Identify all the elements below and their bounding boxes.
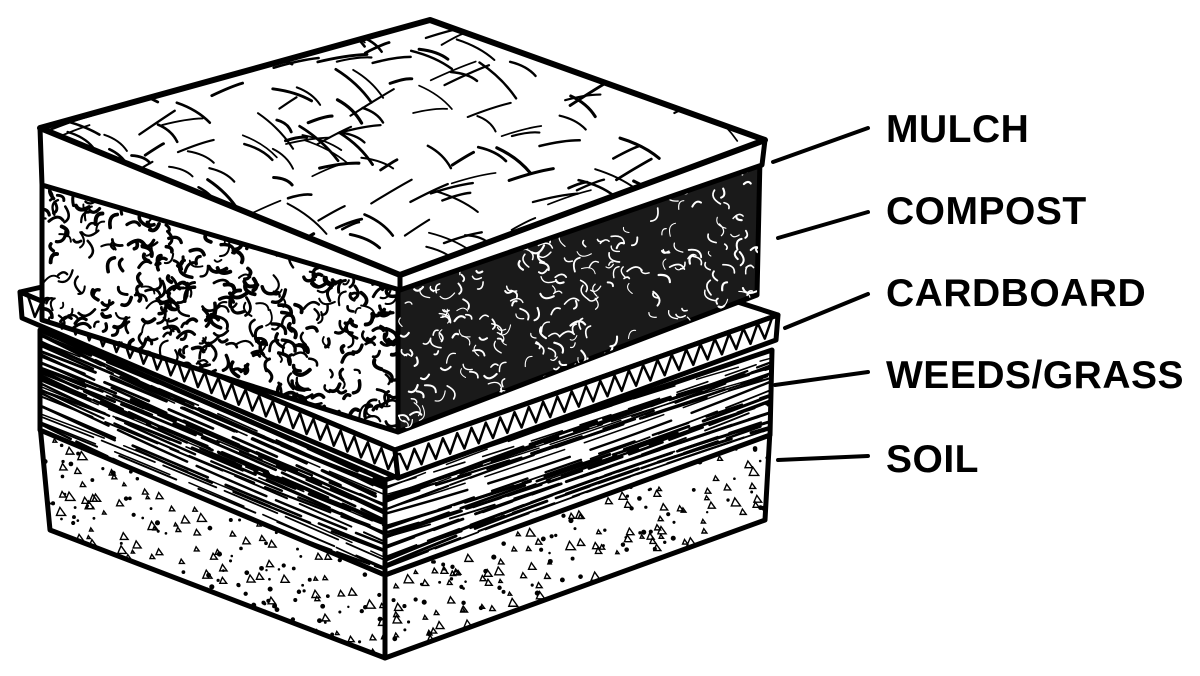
mulch-layer (37, 17, 768, 293)
soil-layer (37, 422, 773, 661)
leader-line-soil (776, 454, 870, 462)
leader-line-cardboard (783, 292, 870, 330)
mulch-top-face (37, 17, 768, 278)
label-weeds-grass: WEEDS/GRASS (886, 354, 1185, 397)
leader-line-compost (776, 210, 870, 240)
label-soil: SOIL (886, 438, 980, 481)
weeds-grass-layer (37, 327, 775, 578)
leader-line-weeds (773, 370, 870, 387)
leader-lines (771, 126, 870, 462)
label-mulch: MULCH (886, 108, 1030, 151)
label-compost: COMPOST (886, 190, 1087, 233)
label-cardboard: CARDBOARD (886, 272, 1147, 315)
cardboard-side-edge (392, 312, 781, 481)
leader-line-mulch (771, 126, 870, 164)
